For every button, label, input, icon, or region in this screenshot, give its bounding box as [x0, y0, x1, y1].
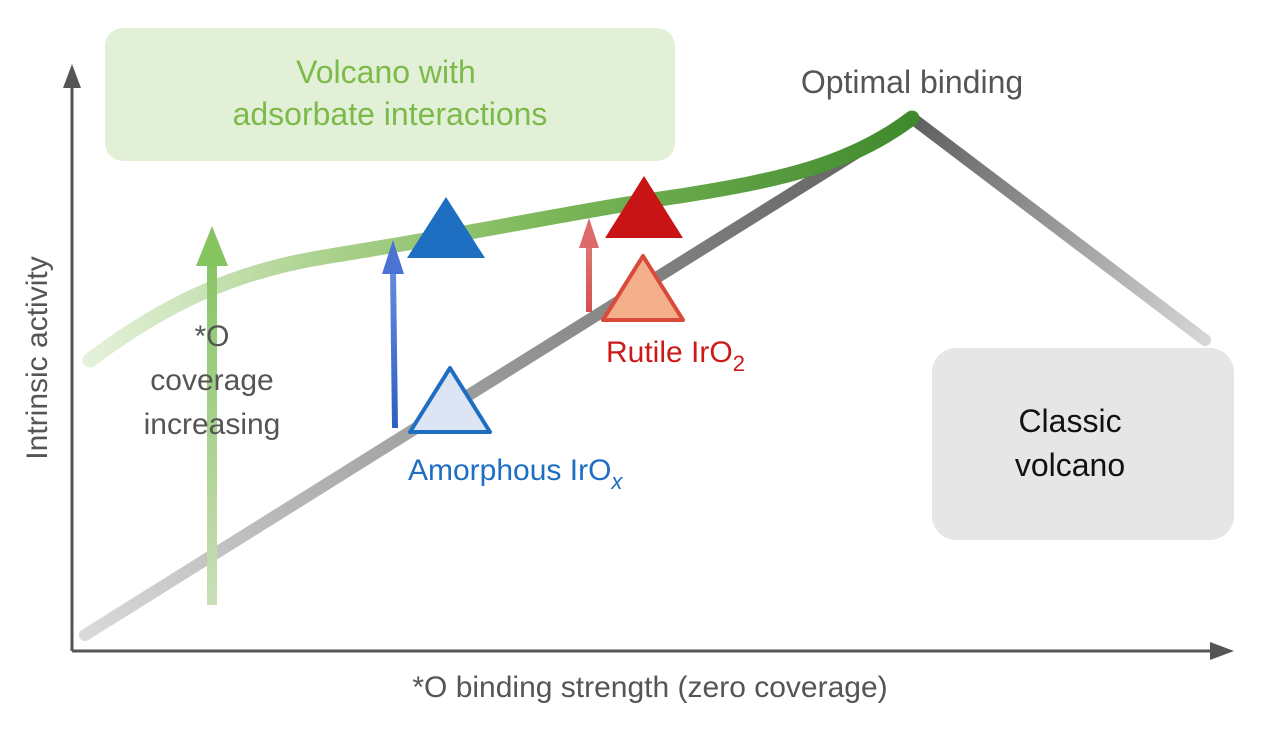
y-axis-arrowhead: [63, 64, 81, 88]
amorphous-iro-x-with-coverage-marker: [407, 197, 485, 258]
coverage-label-line1: *O: [194, 320, 229, 353]
optimal-binding-label: Optimal binding: [801, 64, 1023, 100]
x-axis-title: *O binding strength (zero coverage): [412, 671, 887, 704]
rutile-iro2-label: Rutile IrO2: [606, 336, 745, 376]
rutile-shift-arrow-head: [579, 218, 599, 248]
classic-volcano-label-line1: Classic: [1018, 403, 1121, 439]
coverage-arrow-head: [196, 226, 228, 266]
adsorbate-volcano-label-line2: adsorbate interactions: [233, 96, 548, 132]
rutile-iro2-with-coverage-marker: [605, 176, 683, 238]
adsorbate-volcano-label-line1: Volcano with: [296, 54, 476, 90]
coverage-label-line3: increasing: [144, 408, 281, 441]
classic-volcano-box: [932, 348, 1234, 540]
rutile-iro2-label-subscript: 2: [733, 351, 745, 376]
coverage-label-line2: coverage: [150, 364, 273, 397]
amorphous-shift-arrow-shaft: [390, 269, 398, 429]
classic-volcano-label-line2: volcano: [1015, 447, 1125, 483]
classic-volcano-ascending-line: [79, 112, 918, 641]
y-axis-title: Intrinsic activity: [21, 256, 54, 459]
amorphous-iro-x-label-subscript: x: [610, 469, 623, 494]
amorphous-iro-x-label-main: Amorphous IrO: [408, 454, 611, 487]
amorphous-iro-x-label: Amorphous IrOx: [408, 454, 623, 494]
rutile-iro2-label-main: Rutile IrO: [606, 336, 733, 369]
amorphous-iro-x-zero-coverage-marker: [408, 366, 492, 434]
rutile-iro2-zero-coverage-marker: [601, 254, 685, 322]
classic-volcano-descending-line: [906, 112, 1211, 346]
adsorbate-volcano-box: [105, 28, 675, 161]
amorphous-shift-arrow-head: [382, 240, 404, 274]
x-axis-arrowhead: [1210, 642, 1234, 660]
